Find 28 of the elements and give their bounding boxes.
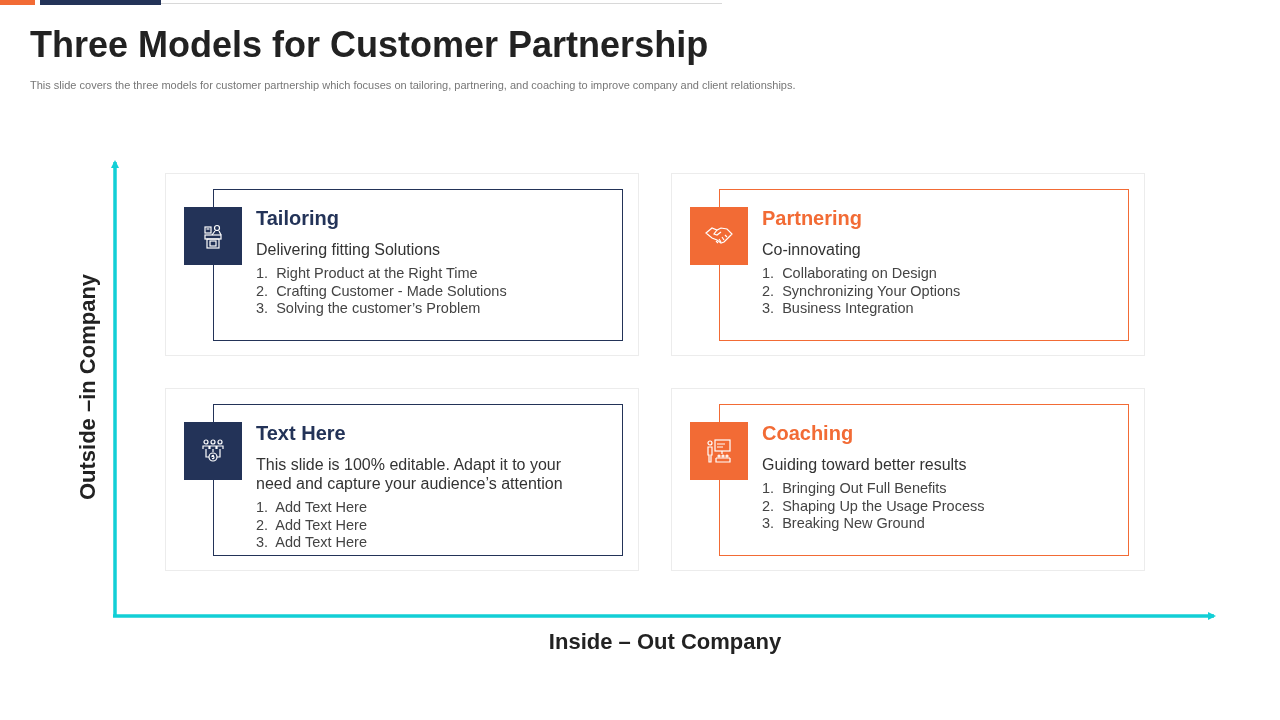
- list-item: 1. Bringing Out Full Benefits: [762, 480, 947, 497]
- list-item: 1. Collaborating on Design: [762, 265, 937, 282]
- list-item: 2. Add Text Here: [256, 516, 367, 534]
- model-heading: Partnering: [762, 207, 863, 230]
- list-item: 1. Right Product at the Right Time: [256, 265, 478, 282]
- model-summary: This slide is 100% editable. Adapt it to your need and capture your audience’s attention: [256, 455, 564, 493]
- model-card: [671, 388, 1145, 571]
- list-item: 3. Business Integration: [762, 300, 914, 317]
- list-item: 3. Add Text Here: [256, 534, 367, 551]
- list-item: 3. Solving the customer’s Problem: [256, 300, 481, 317]
- model-card: [671, 173, 1145, 356]
- list-item: 3. Breaking New Ground: [762, 515, 925, 532]
- slide-title: Three Models for Customer Partnership: [30, 24, 709, 66]
- model-summary: Delivering fitting Solutions: [256, 240, 442, 259]
- model-summary: Co-innovating: [762, 240, 862, 259]
- list-item: 2. Shaping Up the Usage Process: [762, 497, 985, 515]
- model-heading: Text Here: [256, 422, 346, 445]
- model-heading: Coaching: [762, 422, 854, 445]
- list-item: 2. Crafting Customer - Made Solutions: [256, 282, 507, 300]
- model-card: [165, 388, 639, 571]
- list-item: 1. Add Text Here: [256, 499, 367, 516]
- model-heading: Tailoring: [256, 207, 339, 230]
- axis-label: Outside –in Company: [75, 273, 101, 501]
- axis-label: Inside – Out Company: [548, 629, 782, 655]
- subtitle-text: This slide covers the three models for customer partnership which focuses on tailoring, partnering, and coaching to improve company and client relationships.: [30, 79, 796, 91]
- model-card: [165, 173, 639, 356]
- model-summary: Guiding toward better results: [762, 455, 968, 474]
- list-item: 2. Synchronizing Your Options: [762, 282, 961, 300]
